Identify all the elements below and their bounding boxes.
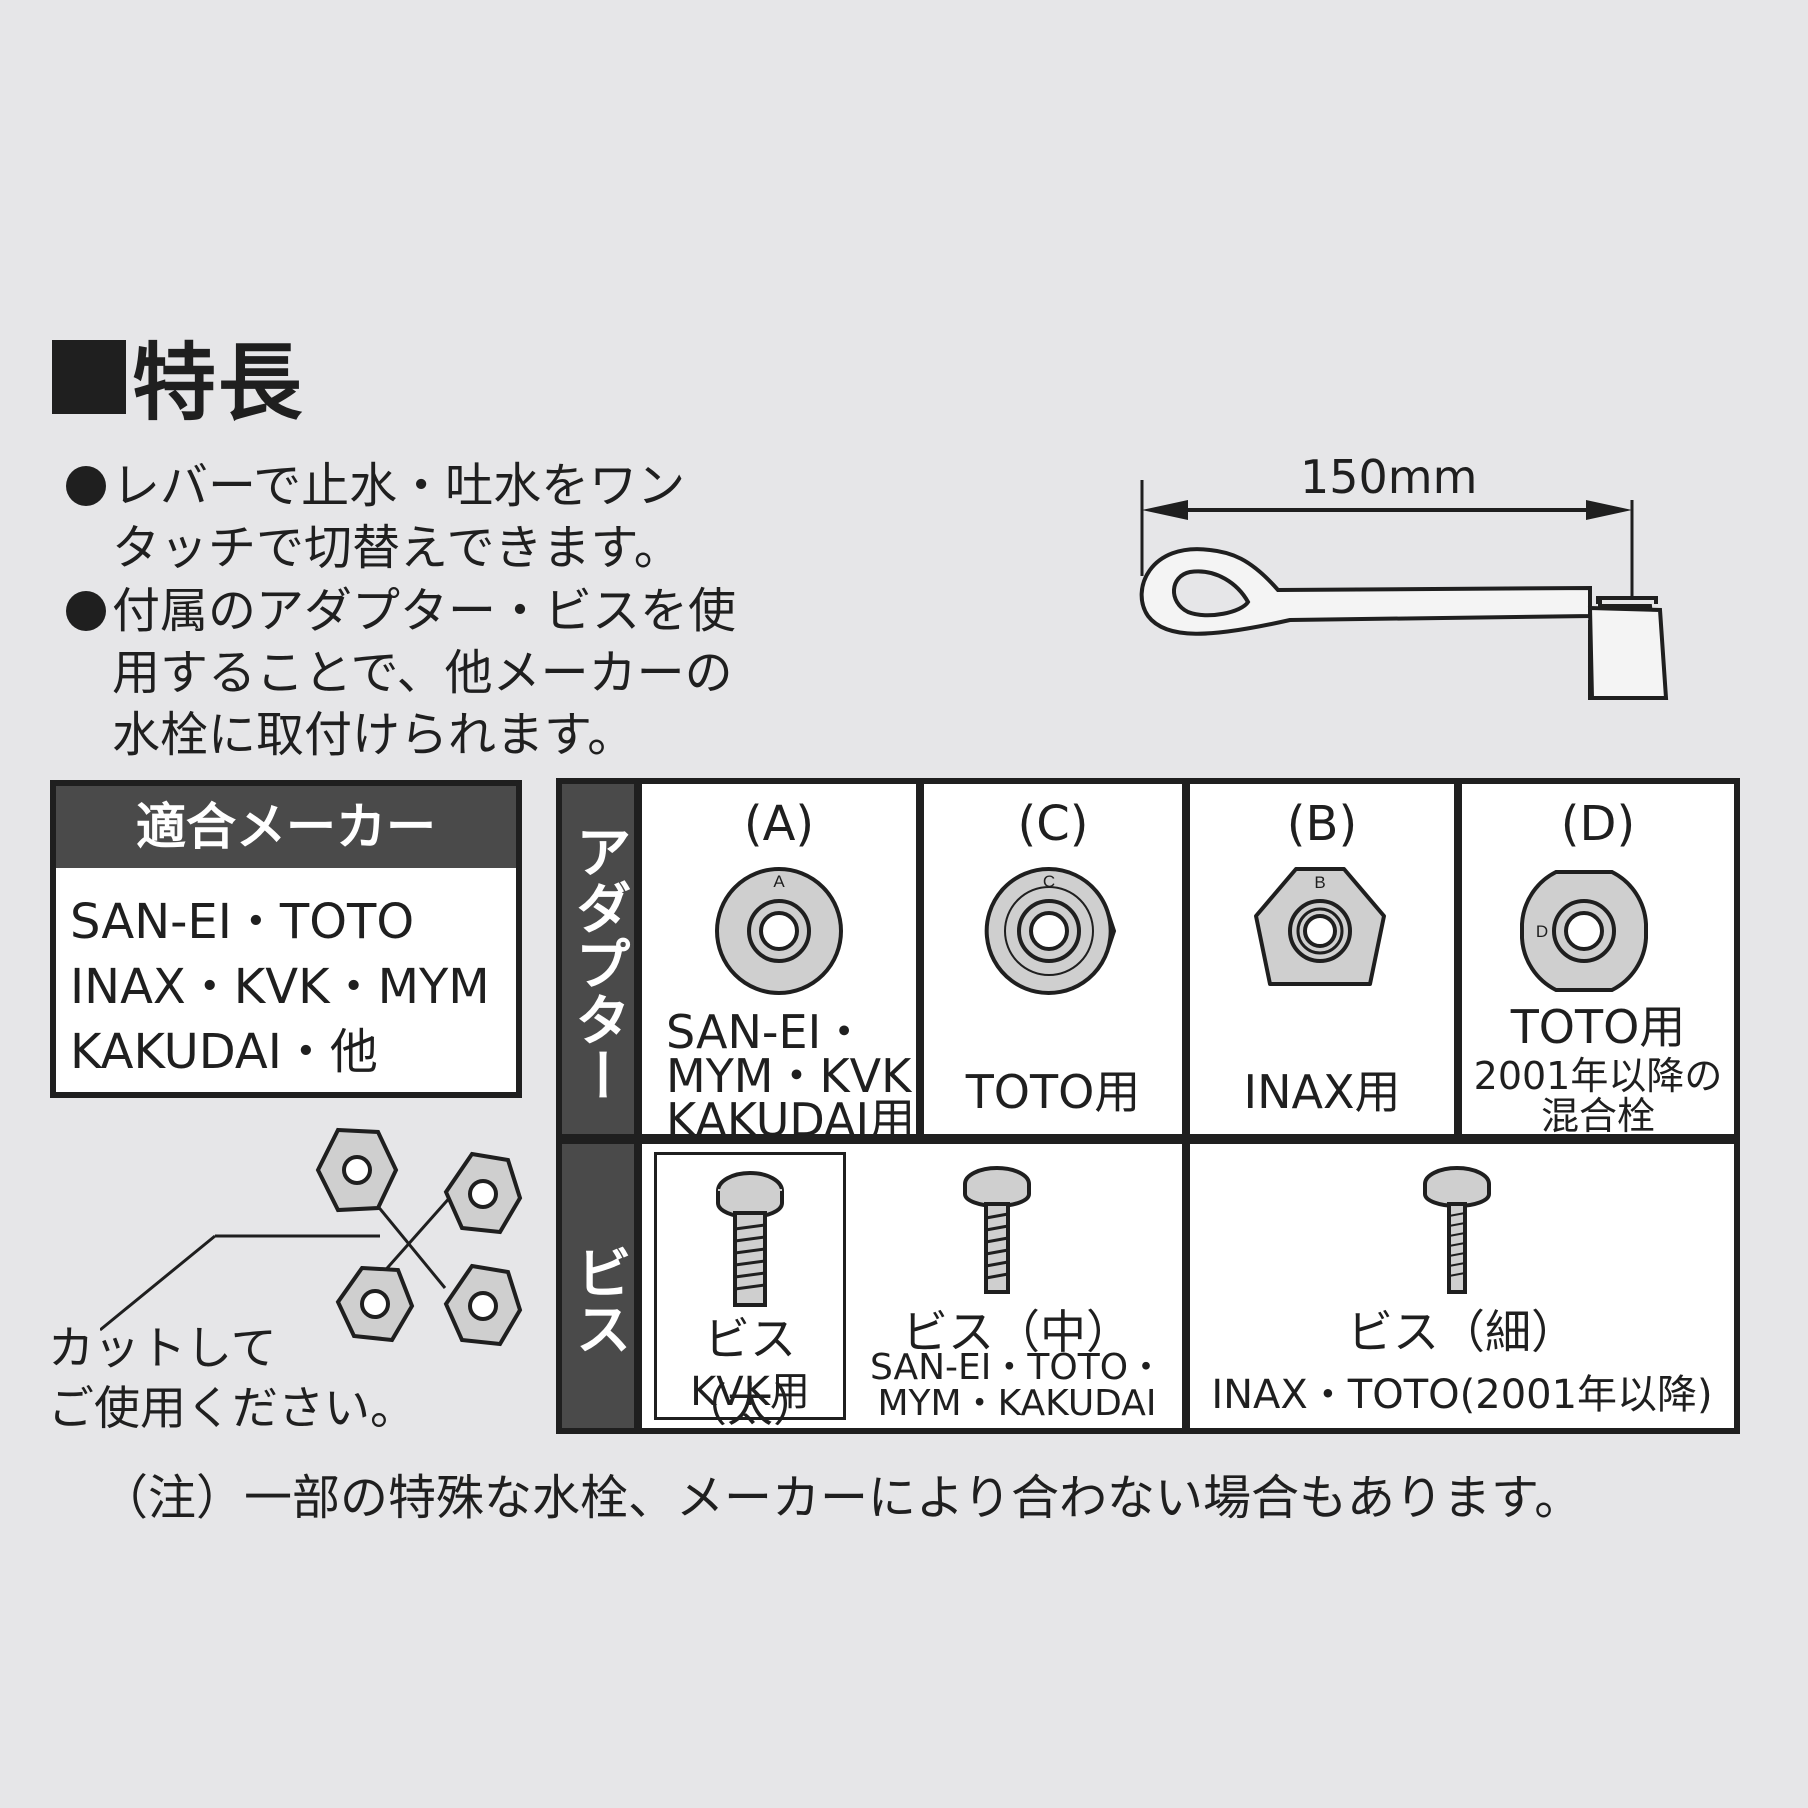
thin-screw-icon <box>1423 1166 1491 1294</box>
medium-screw-icon <box>963 1166 1031 1294</box>
adapter-mark: A <box>773 872 785 891</box>
adapter-letter: (C) <box>1017 796 1089 852</box>
feature-2: 付属のアダプター・ビスを使 用することで、他メーカーの 水栓に取付けられます。 <box>66 580 736 766</box>
adapter-use-line: TOTO用 <box>1510 1000 1686 1054</box>
round-adapter-icon: A <box>715 867 843 995</box>
adapter-mark: B <box>1314 873 1325 892</box>
thick-screw-icon <box>716 1171 784 1307</box>
parts-table: アダプター ビス (A) A SAN-EI・ MYM・KVK KAKUDAI用 … <box>556 778 1740 1434</box>
screw-name: ビス（細） <box>1347 1305 1577 1359</box>
adapter-mark: D <box>1536 922 1548 941</box>
screw-use-line: MYM・KAKUDAI <box>877 1383 1157 1424</box>
adapter-letter: (B) <box>1286 796 1358 852</box>
screw-use-line: SAN-EI・TOTO・ <box>869 1347 1165 1388</box>
flat-sided-adapter-icon: D <box>1520 870 1648 992</box>
adapter-use-line: MYM・KVK <box>666 1049 912 1103</box>
makers-line: INAX・KVK・MYM <box>70 959 490 1015</box>
cut-instruction-line2: ご使用ください。 <box>48 1381 416 1435</box>
adapter-cell-d: (D) D TOTO用 2001年以降の 混合栓 <box>1462 784 1734 1138</box>
compatible-makers-box: 適合メーカー SAN-EI・TOTO INAX・KVK・MYM KAKUDAI・… <box>50 780 522 1098</box>
adapter-cell-a: (A) A SAN-EI・ MYM・KVK KAKUDAI用 <box>642 784 916 1143</box>
screw-use: SAN-EI・TOTO・ MYM・KAKUDAI <box>852 1350 1182 1422</box>
feature-2-line1: 付属のアダプター・ビスを使 <box>112 583 737 639</box>
footnote: （注）一部の特殊な水栓、メーカーにより合わない場合もあります。 <box>100 1470 1583 1526</box>
adapter-use: SAN-EI・ MYM・KVK KAKUDAI用 <box>666 1005 940 1147</box>
makers-line: KAKUDAI・他 <box>70 1024 378 1080</box>
adapter-cell-b: (B) B INAX用 <box>1190 784 1454 1134</box>
bullet-icon <box>66 466 106 506</box>
adapter-row-header: アダプター <box>562 784 634 1134</box>
adapter-use-line: 混合栓 <box>1540 1094 1655 1138</box>
adapter-cell-c: (C) C TOTO用 <box>924 784 1182 1134</box>
adapter-use-line: INAX用 <box>1243 1065 1401 1119</box>
screw-use-line: INAX・TOTO(2001年以降) <box>1211 1372 1713 1418</box>
notched-adapter-icon: C <box>984 866 1117 995</box>
heading-text: 特長 <box>132 334 305 432</box>
feature-1-line1: レバーで止水・吐水をワン <box>112 458 686 514</box>
adapter-mark: C <box>1043 872 1055 891</box>
screw-cell-thick-medium: ビス（太） KVK用 ビス（中） SAN-EI・TOTO・ MYM・KAKUDA… <box>642 1144 1182 1432</box>
screw-header-text: ビス <box>566 1244 631 1356</box>
bullet-icon <box>66 591 106 631</box>
screw-row-header: ビス <box>562 1144 634 1428</box>
cutout-nuts-illustration <box>100 1127 523 1347</box>
square-bullet-icon <box>52 340 126 414</box>
makers-title: 適合メーカー <box>56 786 516 868</box>
makers-line: SAN-EI・TOTO <box>70 894 415 950</box>
feature-2-line3: 水栓に取付けられます。 <box>112 707 636 763</box>
feature-1: レバーで止水・吐水をワン タッチで切替えできます。 <box>66 455 685 579</box>
cut-instruction: カットして ご使用ください。 <box>48 1318 416 1438</box>
hex-adapter-icon: B <box>1254 867 1386 986</box>
adapter-use-line: KAKUDAI用 <box>666 1093 916 1147</box>
screw-thick-box: ビス（太） KVK用 <box>654 1152 846 1432</box>
cut-instruction-line1: カットして <box>48 1321 277 1375</box>
screw-name: ビス（中） <box>902 1305 1132 1359</box>
lever-illustration <box>1139 480 1669 700</box>
adapter-header-text: アダプター <box>566 823 631 1103</box>
section-heading: 特長 <box>52 340 304 425</box>
screw-use-line: KVK用 <box>690 1369 810 1415</box>
dimension-label: 150mm <box>1300 450 1478 504</box>
adapter-use-line: SAN-EI・ <box>666 1005 868 1059</box>
screw-name: ビス（太） <box>681 1312 819 1432</box>
adapter-letter: (D) <box>1560 796 1636 852</box>
makers-list: SAN-EI・TOTO INAX・KVK・MYM KAKUDAI・他 <box>56 868 516 1085</box>
feature-1-line2: タッチで切替えできます。 <box>112 520 682 576</box>
adapter-use-line: TOTO用 <box>965 1065 1141 1119</box>
adapter-letter: (A) <box>743 796 815 852</box>
screw-cell-thin: ビス（細） INAX・TOTO(2001年以降) <box>1190 1144 1734 1428</box>
feature-2-line2: 用することで、他メーカーの <box>112 645 733 701</box>
adapter-use-line: 2001年以降の <box>1473 1054 1723 1098</box>
